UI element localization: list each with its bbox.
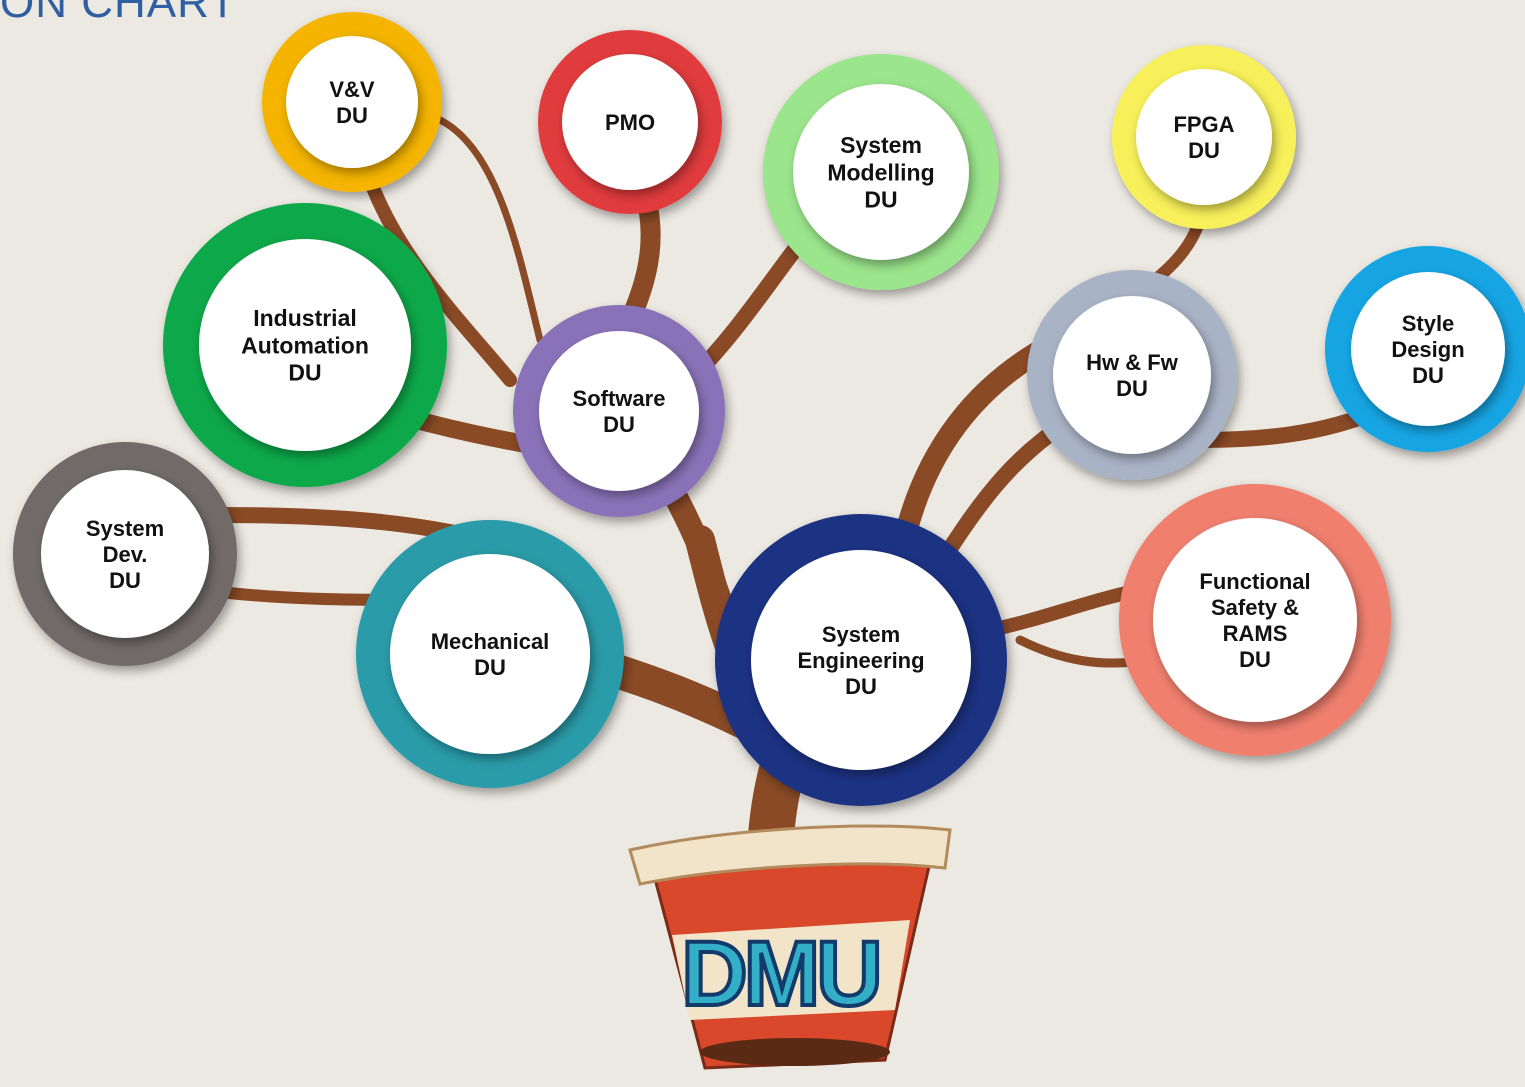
node-label: DU [474, 655, 506, 680]
node-label: DU [109, 568, 141, 593]
node-label: Design [1391, 337, 1464, 362]
node-center [793, 84, 969, 260]
node-center [199, 239, 411, 451]
node-label: Modelling [827, 159, 934, 185]
node-label: Functional [1199, 569, 1310, 594]
pot-band [672, 920, 910, 1020]
node-label: DU [1188, 138, 1220, 163]
node-label: Engineering [797, 648, 924, 673]
node-label: RAMS [1223, 621, 1288, 646]
node-center [286, 36, 418, 168]
node-center [751, 550, 971, 770]
node-label: DU [1239, 647, 1271, 672]
node-label: DU [603, 412, 635, 437]
node-center [539, 331, 699, 491]
node-label: Software [573, 386, 666, 411]
node-label: System [840, 132, 922, 158]
branch-vv-2 [436, 116, 544, 344]
node-label: DU [336, 103, 368, 128]
node-label: Safety & [1211, 595, 1299, 620]
node-label: PMO [605, 110, 655, 135]
page-title: ON CHART [0, 0, 237, 27]
node-label: System [822, 622, 900, 647]
branch-to-functional-safety [983, 583, 1147, 637]
node-label: DU [288, 359, 321, 385]
node-label: Automation [241, 332, 369, 358]
node-center [41, 470, 209, 638]
pot-rim [628, 824, 952, 886]
node-vv: V&VDU [262, 12, 442, 192]
node-center [562, 54, 698, 190]
node-label: Style [1402, 311, 1455, 336]
node-center [1351, 272, 1505, 426]
node-center [390, 554, 590, 754]
node-label: DU [1116, 376, 1148, 401]
node-label: V&V [329, 77, 375, 102]
node-label: Industrial [253, 305, 357, 331]
node-label: Hw & Fw [1086, 350, 1179, 375]
node-label: System [86, 516, 164, 541]
pot: DMU [628, 824, 952, 1070]
node-center [1136, 69, 1272, 205]
node-label: Dev. [103, 542, 148, 567]
node-pmo: PMO [538, 30, 722, 214]
node-center [1153, 518, 1357, 722]
node-label: DU [1412, 363, 1444, 388]
node-label: DU [864, 186, 897, 212]
pot-soil [700, 1038, 890, 1066]
node-center [1053, 296, 1211, 454]
node-label: FPGA [1173, 112, 1234, 137]
node-label: DU [845, 674, 877, 699]
node-label: Mechanical [431, 629, 550, 654]
pot-label: DMU [681, 923, 879, 1025]
